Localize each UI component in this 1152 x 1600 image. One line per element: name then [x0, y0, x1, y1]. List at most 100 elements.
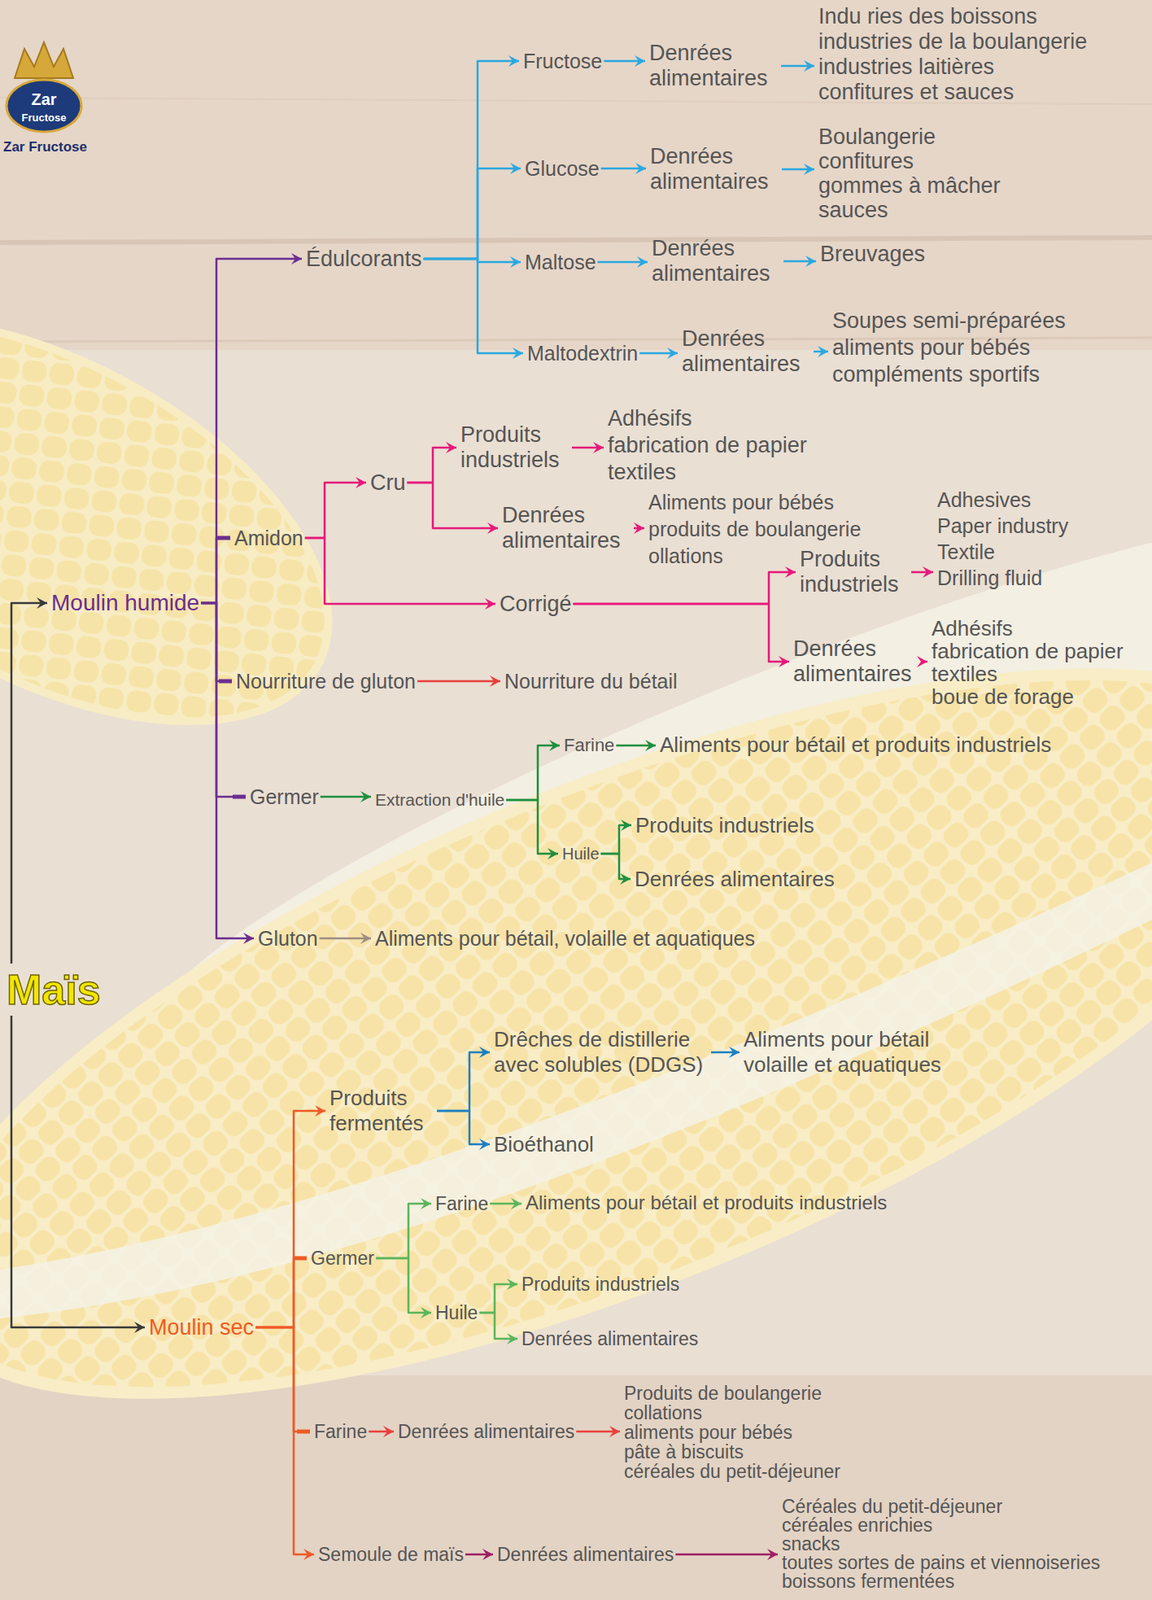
node-text: Huile [435, 1300, 478, 1325]
node-text: Boulangerie [818, 124, 1001, 149]
connector-arrow [573, 603, 790, 668]
node-text: Adhésifs [607, 405, 808, 432]
logo-text: Zar [11, 89, 77, 110]
node-text: Farine [314, 1419, 367, 1443]
tree-node: Corrigé [497, 589, 574, 619]
arrow-head [506, 1278, 518, 1290]
node-text: Cru [370, 469, 406, 496]
node-text: Nourriture de gluton [235, 667, 416, 694]
node-text: Fructose [523, 48, 603, 75]
node-text: Maltose [524, 248, 597, 275]
tree-node: Aliments pour bétail et produits industr… [523, 1188, 889, 1217]
connector-arrow [368, 1425, 394, 1437]
tree-node: Denrées alimentaires [680, 324, 814, 379]
tree-node: Céréales du petit-déjeunercéréales enric… [780, 1495, 1102, 1593]
node-text: Denrées alimentaires [793, 636, 924, 687]
node-text: Drêches de distillerie avec solubles (DD… [493, 1026, 710, 1078]
node-text: Adhésifs [931, 616, 1124, 640]
connector-line [423, 258, 524, 354]
arrow-head [445, 441, 457, 454]
connector-arrow [783, 255, 816, 267]
node-text: Denrées alimentaires [501, 502, 633, 554]
arrow-head [609, 1425, 620, 1437]
arrow-head [243, 932, 254, 944]
tree-node: Fructose [521, 46, 604, 76]
arrow-head [803, 163, 815, 175]
node-text: Farine [435, 1191, 489, 1216]
arrow-head [512, 347, 524, 359]
tree-node: Produits industriels [519, 1269, 681, 1298]
arrow-head [633, 522, 645, 534]
corn-cob [0, 519, 1152, 1548]
tree-node: Denrées alimentaires [632, 864, 837, 894]
node-text: Paper industry [937, 512, 1069, 539]
connector-arrow [916, 655, 928, 668]
node-text: collations [624, 1402, 841, 1423]
node-text: Denrées alimentaires [521, 1326, 699, 1351]
node-text: Produits de boulangerie [624, 1383, 841, 1403]
tree-node: Denrées alimentaires [650, 234, 784, 288]
connector-arrow [615, 739, 656, 751]
connector-line [375, 1257, 432, 1313]
tree-node: Nourriture du bétail [502, 666, 680, 696]
arrow-head [817, 345, 829, 358]
tree-node: Huile [433, 1298, 480, 1327]
corn-kernels [0, 536, 1152, 1530]
connector-line [573, 603, 790, 662]
node-text: Germer [249, 783, 319, 810]
arrow-head [922, 566, 934, 578]
tree-node: Denrées alimentaires [519, 1324, 700, 1353]
node-text: Denrées alimentaires [397, 1419, 575, 1443]
connector-arrow [597, 256, 649, 268]
connector-line [601, 853, 631, 879]
node-text: Soupes semi-préparées [832, 307, 1066, 335]
tree-node: Germer [309, 1243, 376, 1272]
connector-arrow [479, 1312, 518, 1344]
connector-arrow [573, 566, 797, 604]
node-text: Moulin humide [51, 589, 200, 616]
connector-arrow [465, 1548, 494, 1560]
tree-node: Drêches de distillerie avec solubles (DD… [492, 1025, 712, 1079]
node-text: Aliments pour bébés [648, 488, 861, 516]
arrow-head [637, 256, 648, 268]
connector-arrow [479, 1278, 518, 1313]
connector-line [200, 602, 254, 939]
tree-node: Adhésifsfabrication de papiertextilesbou… [929, 615, 1126, 710]
node-text: Farine [563, 733, 615, 757]
arrow-head [479, 1046, 490, 1058]
node-text: Denrées alimentaires [681, 326, 812, 377]
connector-line [255, 1110, 326, 1327]
connector-arrow [576, 1425, 620, 1437]
plank-gap [0, 237, 1152, 243]
arrow-head [916, 655, 928, 668]
arrow-head [360, 932, 371, 944]
arrow-head [508, 55, 520, 67]
connector-arrow [423, 162, 521, 259]
arrow-head [360, 790, 371, 803]
connector-arrow [813, 345, 829, 358]
node-text: Corrigé [499, 590, 572, 617]
connector-arrow [436, 1110, 490, 1150]
node-text: céréales du petit-déjeuner [624, 1461, 841, 1481]
connector-line [573, 571, 797, 604]
node-text: Moulin sec [148, 1313, 254, 1340]
arrow-head [634, 55, 646, 67]
connector-arrow [603, 55, 646, 67]
connector-line [200, 258, 302, 603]
tree-node: Aliments pour bétail volaille et aquatiq… [741, 1025, 953, 1079]
connector-line [436, 1051, 490, 1111]
node-text: gommes à mâcher [818, 173, 1001, 198]
connector-arrow [320, 790, 371, 803]
connector-arrow [255, 1104, 326, 1327]
connector-arrow [639, 347, 678, 359]
connector-line [11, 602, 48, 964]
connector-arrow [711, 1046, 740, 1058]
node-text: Extraction d'huile [375, 788, 505, 812]
connector-line [506, 745, 560, 800]
arrow-head [484, 597, 496, 610]
arrow-head [479, 1138, 490, 1150]
arrow-head [547, 847, 559, 860]
node-text: Breuvages [820, 240, 926, 267]
